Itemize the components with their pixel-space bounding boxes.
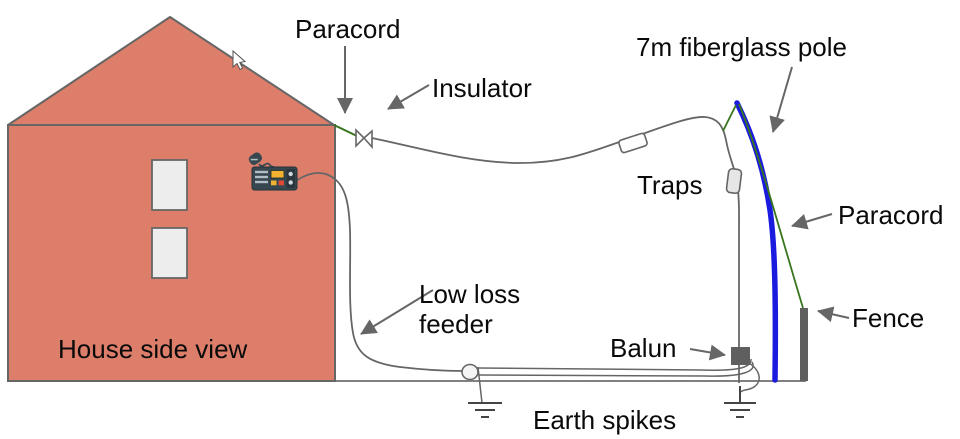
paracord-right-label: Paracord (838, 200, 944, 230)
window-upper (151, 159, 188, 211)
insulator-label: Insulator (432, 73, 532, 103)
earth-spike-1 (468, 402, 502, 418)
insulator-arrow (387, 84, 430, 110)
paracord-fence-segment (738, 103, 804, 309)
paracord-poletop-segment (722, 104, 737, 132)
house (7, 16, 336, 382)
paracord-roof-segment (333, 124, 358, 137)
balun-earth-wire (740, 361, 760, 393)
traps-label: Traps (637, 170, 703, 200)
radio-display (270, 170, 285, 179)
balun-box (731, 347, 750, 365)
low-loss-feeder-arrow (360, 289, 434, 335)
balun-arrow (689, 344, 726, 361)
fiberglass-pole (734, 100, 779, 383)
house-label: House side view (58, 334, 248, 364)
window-lower (151, 227, 188, 279)
choke-connector (461, 363, 479, 381)
fence-arrow (817, 306, 850, 323)
low-loss-feeder-label-line2: feeder (419, 309, 493, 339)
paracord-right-arrow (791, 213, 833, 230)
fence-label: Fence (852, 303, 924, 333)
pole-arrow (769, 66, 793, 133)
insulator-symbol (355, 128, 373, 150)
low-loss-feeder-label-line1: Low loss (419, 279, 520, 309)
radio-knob-panel (286, 169, 295, 188)
earth-spikes-label: Earth spikes (533, 405, 676, 435)
trap-2 (725, 167, 743, 195)
radio-button-red (278, 180, 284, 186)
radio-speaker-grille (255, 170, 268, 184)
annotation-arrows (337, 46, 850, 361)
balun-label: Balun (610, 333, 677, 363)
cursor-icon (232, 49, 247, 71)
paracord-top-label: Paracord (295, 14, 401, 44)
trap-1 (618, 132, 648, 154)
radio-button-yellow (271, 180, 277, 186)
house-roof (7, 16, 335, 126)
feeder-coax-top (477, 358, 752, 371)
radio-knob-lower (288, 180, 293, 185)
radio-transceiver-icon (248, 152, 298, 191)
radio-knob-upper (288, 171, 293, 177)
fence-post (800, 308, 808, 381)
feeder-coax-bottom (478, 361, 754, 377)
low-loss-feeder-cable (295, 172, 465, 372)
antenna-wire (371, 116, 740, 383)
pole-label: 7m fiberglass pole (636, 32, 847, 62)
radio-microphone (248, 152, 263, 165)
earth-spike-2 (724, 386, 756, 418)
